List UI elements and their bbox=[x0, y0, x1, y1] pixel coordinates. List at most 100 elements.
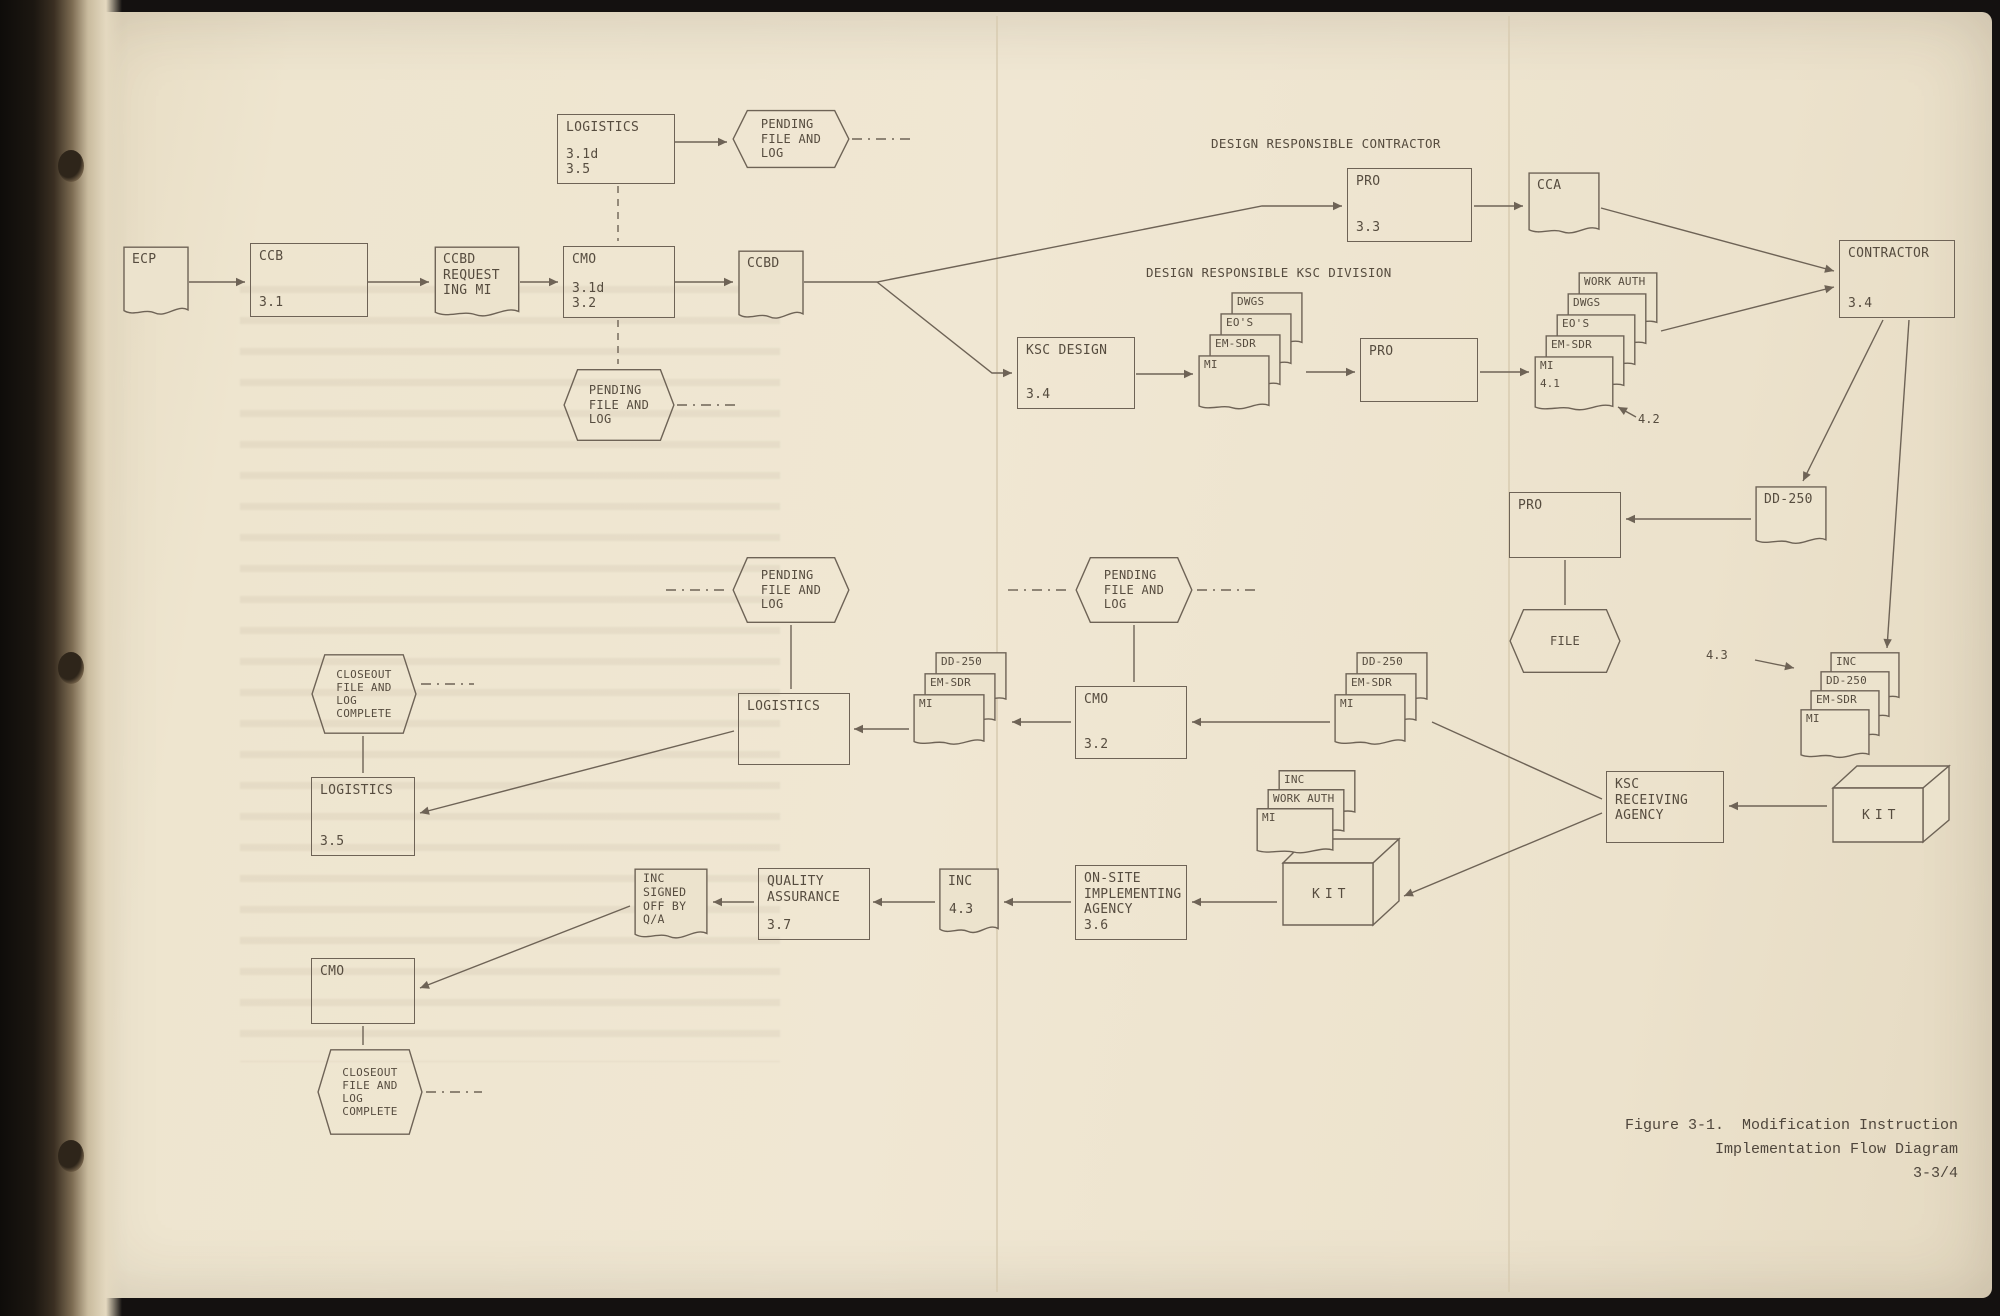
node-label: CONTRACTOR bbox=[1848, 246, 1930, 261]
node-label: PENDING FILE AND LOG bbox=[760, 568, 822, 612]
node-label: ECP bbox=[132, 252, 157, 267]
flow-node-pending-cmo2: PENDING FILE AND LOG bbox=[1075, 557, 1193, 623]
node-label: CCBD bbox=[747, 256, 780, 271]
flow-node-ccbd-requesting-mi: CCBD REQUEST ING MI bbox=[434, 246, 520, 324]
flow-node-cmo-32: CMO 3.2 bbox=[1075, 686, 1187, 759]
caption-line-3: 3-3/4 bbox=[1912, 1165, 1958, 1182]
sheet-label: DWGS bbox=[1237, 295, 1265, 308]
ref-label-42: 4.2 bbox=[1638, 412, 1660, 426]
edge-contractor-dd250 bbox=[1802, 319, 1884, 482]
sheet-label: EM-SDR bbox=[1215, 337, 1256, 350]
sheet-label: EM-SDR bbox=[1351, 676, 1392, 689]
node-label: CCA bbox=[1537, 178, 1562, 193]
edge-logisticsmid-logistics35 bbox=[419, 730, 735, 814]
document-shape bbox=[634, 868, 708, 946]
flow-node-inc-signed: INC SIGNED OFF BY Q/A bbox=[634, 868, 708, 946]
node-number: 3.1 bbox=[259, 295, 284, 311]
node-label: PRO bbox=[1518, 498, 1543, 513]
sheet-label: EM-SDR bbox=[930, 676, 971, 689]
hexagon-shape bbox=[563, 369, 675, 441]
flow-node-inc-43: INC 4.3 bbox=[939, 868, 999, 940]
sheet-label: WORK AUTH bbox=[1584, 275, 1646, 288]
sheet-label: MI bbox=[1340, 697, 1354, 710]
kit-box-shape bbox=[1832, 764, 1950, 844]
sheet-label: EM-SDR bbox=[1551, 338, 1592, 351]
figure-caption: Figure 3-1. Modification Instruction Imp… bbox=[1580, 1114, 1958, 1186]
node-label: PENDING FILE AND LOG bbox=[588, 383, 650, 427]
flow-node-cca: CCA bbox=[1528, 172, 1600, 240]
flow-node-logistics-top: LOGISTICS 3.1d 3.5 bbox=[557, 114, 675, 184]
document-shape bbox=[1755, 486, 1827, 550]
node-label: PENDING FILE AND LOG bbox=[760, 117, 822, 161]
flow-node-cmo-top: CMO 3.1d 3.2 bbox=[563, 246, 675, 318]
sheet-label: DWGS bbox=[1573, 296, 1601, 309]
document-shape bbox=[939, 868, 999, 940]
sheet-label: EO'S bbox=[1226, 316, 1254, 329]
node-number: 3.3 bbox=[1356, 220, 1381, 236]
flow-node-quality-assurance: QUALITY ASSURANCE 3.7 bbox=[758, 868, 870, 940]
hexagon-shape bbox=[732, 110, 850, 168]
document-shape bbox=[123, 246, 189, 322]
sheet-label: INC bbox=[1284, 773, 1305, 786]
document-shape bbox=[738, 250, 804, 326]
flow-node-pro-ksc: PRO bbox=[1360, 338, 1478, 402]
section-label-contractor: DESIGN RESPONSIBLE CONTRACTOR bbox=[1211, 136, 1441, 151]
sheet-label: MI bbox=[1262, 811, 1276, 824]
edge-incsigned-cmolow bbox=[419, 905, 631, 989]
edge-ccbd-kscdesign bbox=[876, 281, 1012, 374]
hexagon-shape bbox=[1075, 557, 1193, 623]
hexagon-shape bbox=[317, 1049, 423, 1135]
flow-node-dd250: DD-250 bbox=[1755, 486, 1827, 550]
flow-node-logistics-35: LOGISTICS 3.5 bbox=[311, 777, 415, 856]
node-label: CLOSEOUT FILE AND LOG COMPLETE bbox=[336, 667, 392, 721]
edge-cca-contractor bbox=[1600, 207, 1835, 272]
binder-hole bbox=[58, 1140, 84, 1172]
flow-node-closeout-bottom: CLOSEOUT FILE AND LOG COMPLETE bbox=[317, 1049, 423, 1135]
edge-contractor-kit bbox=[1886, 319, 1910, 649]
hexagon-shape bbox=[1509, 609, 1621, 673]
flow-node-logistics-mid: LOGISTICS bbox=[738, 693, 850, 765]
ref-label-43: 4.3 bbox=[1706, 648, 1728, 662]
node-label: CMO bbox=[320, 964, 345, 979]
sheet-number: 4.1 bbox=[1540, 377, 1560, 390]
sheet-label: EM-SDR bbox=[1816, 693, 1857, 706]
sheet-label: DD-250 bbox=[941, 655, 982, 668]
binder-hole bbox=[58, 150, 84, 182]
flow-node-pending-below-cmo: PENDING FILE AND LOG bbox=[563, 369, 675, 441]
node-label: KIT bbox=[1312, 887, 1351, 902]
edge-kscreceiving-kitmid bbox=[1403, 812, 1603, 897]
node-label: ON-SITE IMPLEMENTING AGENCY bbox=[1084, 871, 1182, 918]
sheet-label: WORK AUTH bbox=[1273, 792, 1335, 805]
section-label-ksc: DESIGN RESPONSIBLE KSC DIVISION bbox=[1146, 265, 1392, 280]
doc-stack-kit-right: INC DD-250 EM-SDR MI bbox=[1800, 652, 1900, 763]
node-label: KIT bbox=[1862, 808, 1901, 823]
node-label: CLOSEOUT FILE AND LOG COMPLETE bbox=[342, 1065, 398, 1119]
flow-node-closeout-top: CLOSEOUT FILE AND LOG COMPLETE bbox=[311, 654, 417, 734]
doc-stack-cmo: DD-250 EM-SDR MI bbox=[1334, 652, 1428, 750]
node-label: CCB bbox=[259, 249, 284, 264]
node-label: CMO bbox=[572, 252, 597, 267]
flow-node-ccbd: CCBD bbox=[738, 250, 804, 326]
arrowheads bbox=[236, 137, 1892, 989]
stack-sheet: MI bbox=[1334, 694, 1406, 750]
node-label: LOGISTICS bbox=[320, 783, 394, 798]
node-label: QUALITY ASSURANCE bbox=[767, 874, 841, 905]
node-label: PRO bbox=[1369, 344, 1394, 359]
node-number: 3.4 bbox=[1848, 296, 1873, 312]
sheet-label: DD-250 bbox=[1362, 655, 1403, 668]
sheet-label: MI bbox=[1540, 359, 1554, 372]
flow-node-ksc-design: KSC DESIGN 3.4 bbox=[1017, 337, 1135, 409]
flow-node-kit-right: KIT bbox=[1832, 764, 1950, 844]
caption-line-1: Figure 3-1. Modification Instruction bbox=[1624, 1117, 1958, 1134]
node-number: 3.1d 3.5 bbox=[566, 146, 599, 178]
paper-page bbox=[88, 12, 1992, 1298]
flow-node-file: FILE bbox=[1509, 609, 1621, 673]
stack-sheet: MI 4.1 bbox=[1534, 356, 1614, 416]
node-label: INC SIGNED OFF BY Q/A bbox=[643, 871, 687, 927]
flow-node-contractor: CONTRACTOR 3.4 bbox=[1839, 240, 1955, 318]
node-label: LOGISTICS bbox=[566, 120, 640, 135]
node-number: 3.4 bbox=[1026, 387, 1051, 403]
